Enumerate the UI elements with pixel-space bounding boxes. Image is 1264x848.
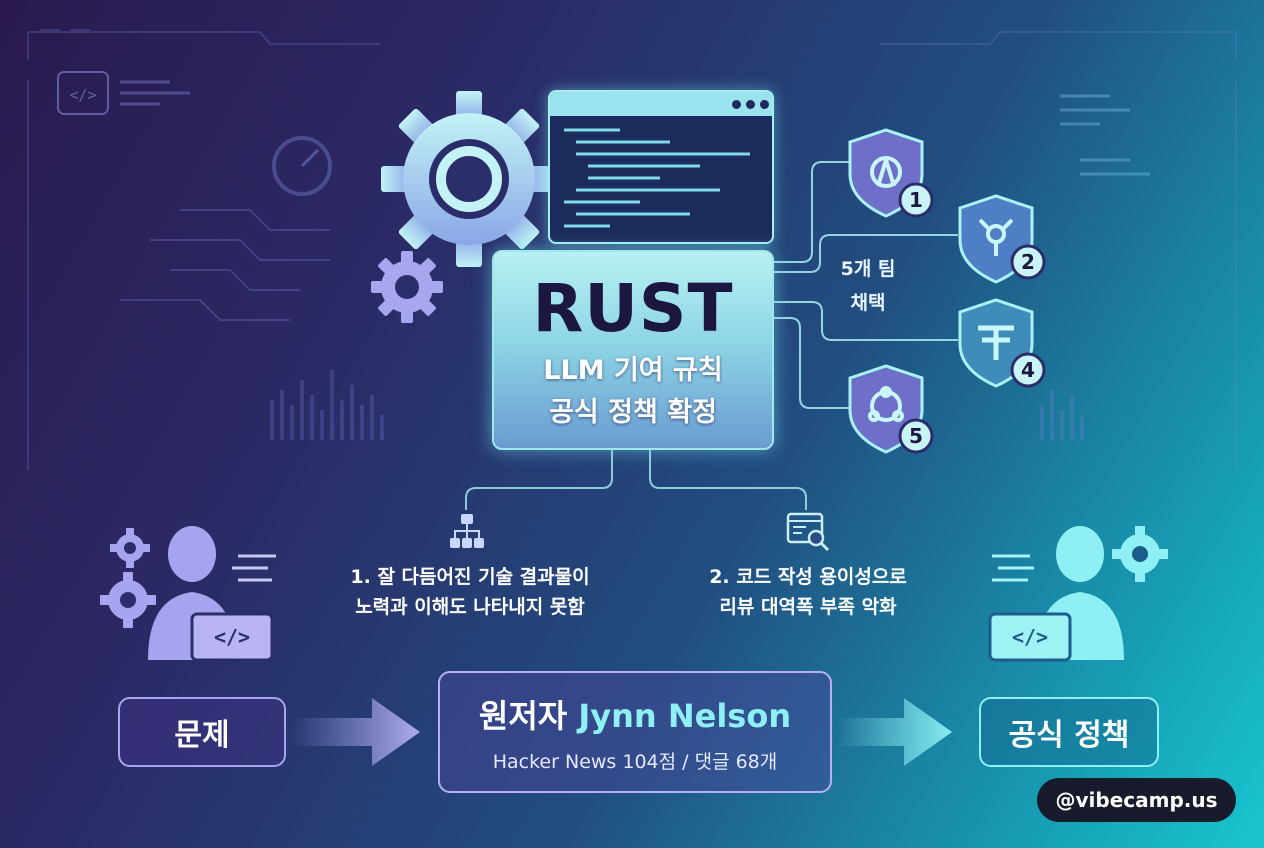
author-name: Jynn Nelson bbox=[578, 696, 792, 735]
author-prefix: 원저자 bbox=[478, 696, 568, 735]
code-review-icon bbox=[786, 512, 830, 552]
rust-policy-card: RUST LLM 기여 규칙 공식 정책 확정 bbox=[492, 250, 774, 450]
team-shield-1: 1 bbox=[848, 128, 934, 218]
window-dot-icon bbox=[746, 100, 755, 109]
reason-2-line1: 2. 코드 작성 용이성으로 bbox=[709, 566, 907, 588]
team-badge-number: 5 bbox=[909, 424, 923, 448]
team-shield-2: 2 bbox=[958, 194, 1046, 284]
official-policy-box: 공식 정책 bbox=[979, 697, 1159, 767]
team-badge-number: 4 bbox=[1021, 358, 1035, 382]
reason-1-line2: 노력과 이해도 나타내지 못함 bbox=[355, 596, 585, 618]
problem-box: 문제 bbox=[118, 697, 286, 767]
team-badge-number: 1 bbox=[909, 188, 923, 212]
flow-arrow-left bbox=[292, 698, 420, 766]
reason-1-line1: 1. 잘 다듬어진 기술 결과물이 bbox=[350, 566, 590, 588]
small-gear-icon bbox=[371, 251, 443, 323]
code-lines bbox=[564, 128, 750, 228]
code-window bbox=[548, 90, 774, 244]
card-subtitle-line1: LLM 기여 규칙 bbox=[543, 355, 723, 386]
author-line: 원저자 Jynn Nelson bbox=[479, 691, 791, 737]
large-gear-icon bbox=[381, 91, 557, 267]
card-title: RUST bbox=[532, 270, 734, 347]
code-window-titlebar bbox=[550, 92, 772, 116]
developer-right-figure: </> bbox=[988, 526, 1168, 662]
developer-left-figure: </> bbox=[100, 526, 276, 662]
team-logo-icon bbox=[868, 386, 904, 422]
team-shield-4: 4 bbox=[958, 298, 1046, 388]
team-logo-icon bbox=[978, 218, 1014, 256]
flow-arrow-right bbox=[838, 698, 952, 766]
team-logo-icon bbox=[870, 156, 902, 188]
hierarchy-icon bbox=[450, 514, 484, 548]
team-shield-5: 5 bbox=[848, 364, 934, 454]
svg-text:</>: </> bbox=[69, 86, 96, 104]
team-count-label: 5개 팀 bbox=[840, 258, 896, 280]
reason-2: 2. 코드 작성 용이성으로 리뷰 대역폭 부족 악화 bbox=[676, 562, 940, 622]
window-dot-icon bbox=[760, 100, 769, 109]
team-badge-number: 2 bbox=[1021, 250, 1035, 274]
code-symbol: </> bbox=[1012, 625, 1048, 649]
team-logo-icon bbox=[978, 325, 1014, 360]
card-subtitle-line2: 공식 정책 확정 bbox=[549, 397, 717, 428]
reason-2-line2: 리뷰 대역폭 부족 악화 bbox=[719, 596, 897, 618]
watermark-badge: @vibecamp.us bbox=[1037, 778, 1236, 822]
window-dot-icon bbox=[732, 100, 741, 109]
author-box: 원저자 Jynn Nelson Hacker News 104점 / 댓글 68… bbox=[438, 671, 832, 793]
code-symbol: </> bbox=[214, 625, 250, 649]
reason-1: 1. 잘 다듬어진 기술 결과물이 노력과 이해도 나타내지 못함 bbox=[310, 562, 630, 622]
team-adopt-label: 채택 bbox=[850, 292, 886, 314]
hn-stats: Hacker News 104점 / 댓글 68개 bbox=[492, 750, 778, 773]
